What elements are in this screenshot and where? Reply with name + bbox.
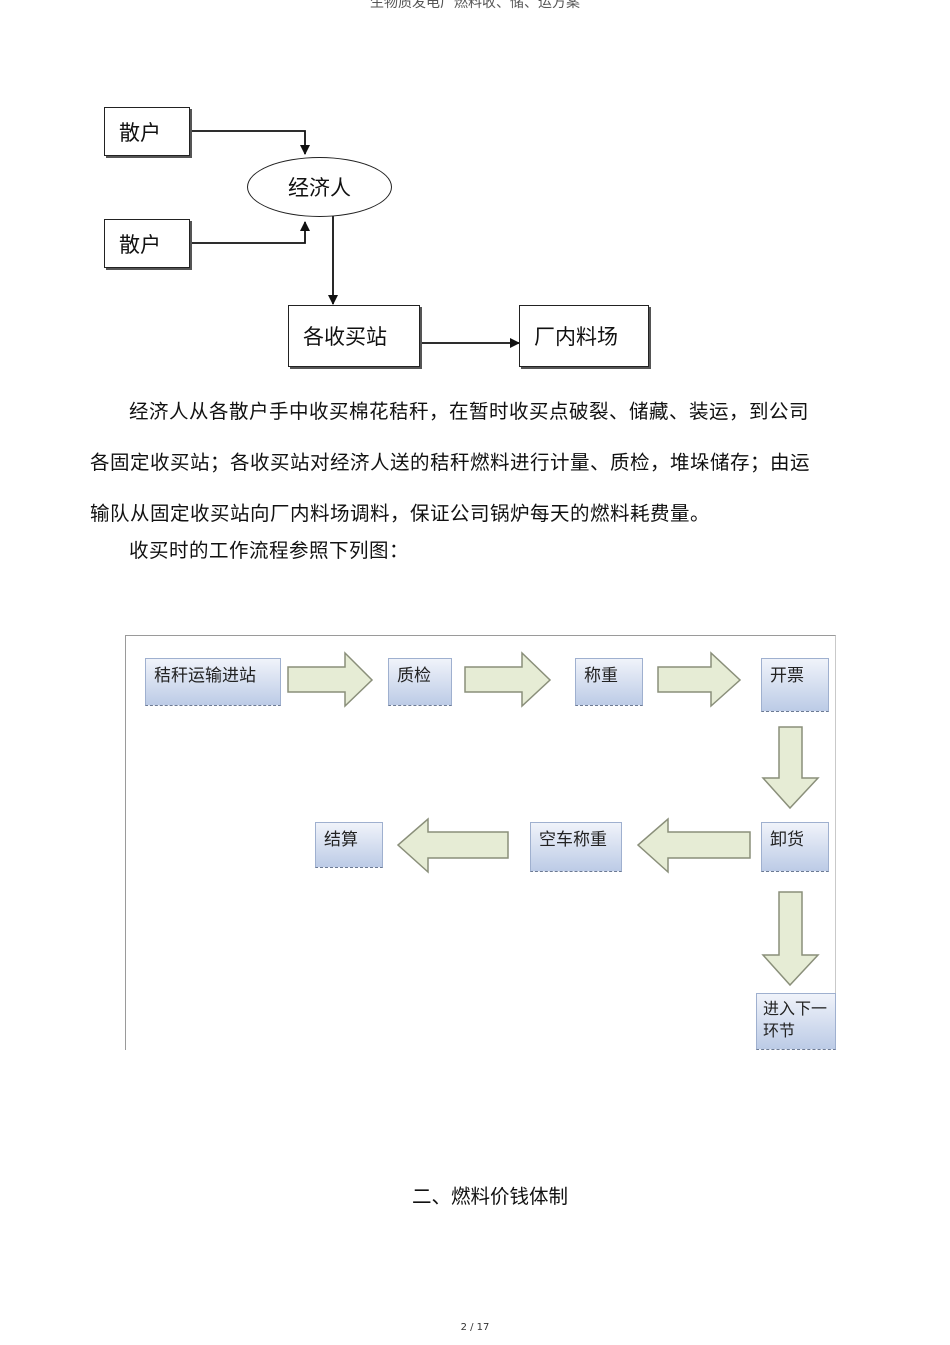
left-arrow-icon bbox=[396, 817, 509, 874]
flow-step-quality-check: 质检 bbox=[388, 658, 452, 706]
yard-label: 厂内料场 bbox=[534, 325, 618, 349]
flow-step-label: 开票 bbox=[770, 666, 804, 686]
paragraph-text-2: 收买时的工作流程参照下列图： bbox=[129, 539, 410, 562]
yard-box: 厂内料场 bbox=[519, 305, 649, 367]
station-box: 各收买站 bbox=[288, 305, 420, 367]
left-arrow-icon bbox=[636, 817, 751, 874]
sanhu-box-1: 散户 bbox=[104, 107, 190, 156]
flow-step-transport-in: 秸秆运输进站 bbox=[145, 658, 281, 706]
jingjiren-label: 经济人 bbox=[288, 176, 351, 200]
page-number: 2 / 17 bbox=[460, 1322, 490, 1333]
flow-step-label: 卸货 bbox=[770, 830, 804, 850]
flow-step-label: 质检 bbox=[397, 666, 431, 686]
station-label: 各收买站 bbox=[303, 325, 387, 349]
flow-step-label: 结算 bbox=[324, 830, 358, 850]
sanhu-label-2: 散户 bbox=[119, 232, 161, 257]
right-arrow-icon bbox=[287, 651, 374, 708]
flow-step-label: 称重 bbox=[584, 666, 618, 686]
flow-step-weigh: 称重 bbox=[575, 658, 643, 706]
sanhu-box-2: 散户 bbox=[104, 219, 190, 268]
paragraph-text: 经济人从各散户手中收买棉花秸秆，在暂时收买点破裂、储藏、装运，到公司各固定收买站… bbox=[90, 400, 811, 525]
flow-step-label: 秸秆运输进站 bbox=[154, 666, 256, 686]
flow-step-next: 进入下一环节 bbox=[756, 993, 836, 1050]
down-arrow-icon bbox=[761, 726, 820, 810]
flow-step-empty-weigh: 空车称重 bbox=[530, 822, 622, 872]
right-arrow-icon bbox=[464, 651, 552, 708]
flow-step-unload: 卸货 bbox=[761, 822, 829, 872]
down-arrow-icon bbox=[761, 891, 820, 987]
right-arrow-icon bbox=[657, 651, 742, 708]
body-paragraph-1: 经济人从各散户手中收买棉花秸秆，在暂时收买点破裂、储藏、装运，到公司各固定收买站… bbox=[90, 386, 810, 539]
flow-step-label: 进入下一环节 bbox=[763, 999, 828, 1040]
running-header: 生物质发电厂燃料收、储、运方案 bbox=[370, 0, 580, 11]
supply-diagram-connectors bbox=[190, 130, 520, 348]
workflow-arrows bbox=[287, 651, 820, 987]
flow-step-label: 空车称重 bbox=[539, 830, 607, 850]
connector-sanhu2-to-jingjiren bbox=[190, 221, 310, 244]
body-paragraph-2: 收买时的工作流程参照下列图： bbox=[90, 537, 810, 565]
flow-step-settle: 结算 bbox=[315, 822, 383, 868]
workflow-frame bbox=[125, 635, 836, 1050]
connector-sanhu1-to-jingjiren bbox=[190, 130, 310, 155]
jingjiren-ellipse: 经济人 bbox=[247, 157, 392, 217]
section-heading: 二、燃料价钱体制 bbox=[411, 1185, 568, 1208]
sanhu-label-1: 散户 bbox=[119, 120, 161, 145]
flow-step-invoice: 开票 bbox=[761, 658, 829, 712]
